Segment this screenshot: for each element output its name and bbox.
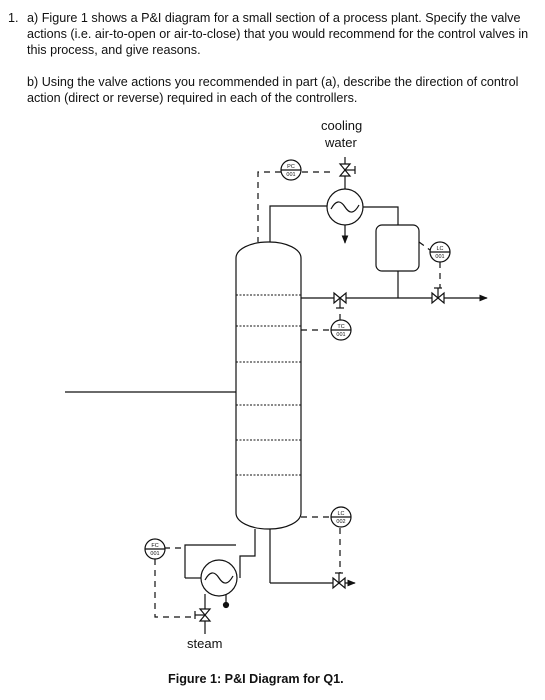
pc001-tag: 001 <box>286 172 295 178</box>
instrument-lc002 <box>330 506 352 528</box>
lc002-letters: LC <box>337 511 344 517</box>
question-number: 1. <box>8 11 19 25</box>
figure-caption: Figure 1: P&I Diagram for Q1. <box>168 672 344 686</box>
reflux-drum <box>375 224 420 272</box>
condensate-line <box>363 206 399 225</box>
instrument-lc001 <box>429 241 451 263</box>
instrument-fc001 <box>144 538 166 560</box>
instrument-tc001 <box>330 319 352 341</box>
tc001-tag: 001 <box>336 332 345 338</box>
question-a-text: a) Figure 1 shows a P&I diagram for a sm… <box>27 11 529 57</box>
valve-pc001 <box>338 163 356 177</box>
signal-lc001-to-drum <box>418 241 431 251</box>
valve-lc002 <box>332 572 346 590</box>
lc001-tag: 001 <box>435 254 444 260</box>
tc001-letters: TC <box>337 324 344 330</box>
overhead-vapour-line <box>269 205 338 242</box>
distillation-column <box>235 241 302 530</box>
instrument-pc001 <box>280 159 302 181</box>
water-label: water <box>325 135 357 150</box>
lc001-letters: LC <box>436 246 443 252</box>
lc002-tag: 002 <box>336 519 345 525</box>
valve-lc001 <box>431 287 445 305</box>
steam-label: steam <box>187 636 223 651</box>
signal-fc001-to-valve <box>154 559 193 618</box>
signal-lines <box>154 171 441 618</box>
signal-pc001 <box>257 171 281 242</box>
cooling-label: cooling <box>321 118 363 133</box>
reboiler-feed-line <box>239 529 256 578</box>
valve-fc001 <box>194 608 212 622</box>
question-b-text: b) Using the valve actions you recommend… <box>27 75 519 105</box>
pc001-letters: PC <box>287 164 295 170</box>
column-trays <box>236 294 301 476</box>
fc001-tag: 001 <box>150 551 159 557</box>
fc001-letters: FC <box>151 543 158 549</box>
valve-tc001 <box>333 291 347 309</box>
